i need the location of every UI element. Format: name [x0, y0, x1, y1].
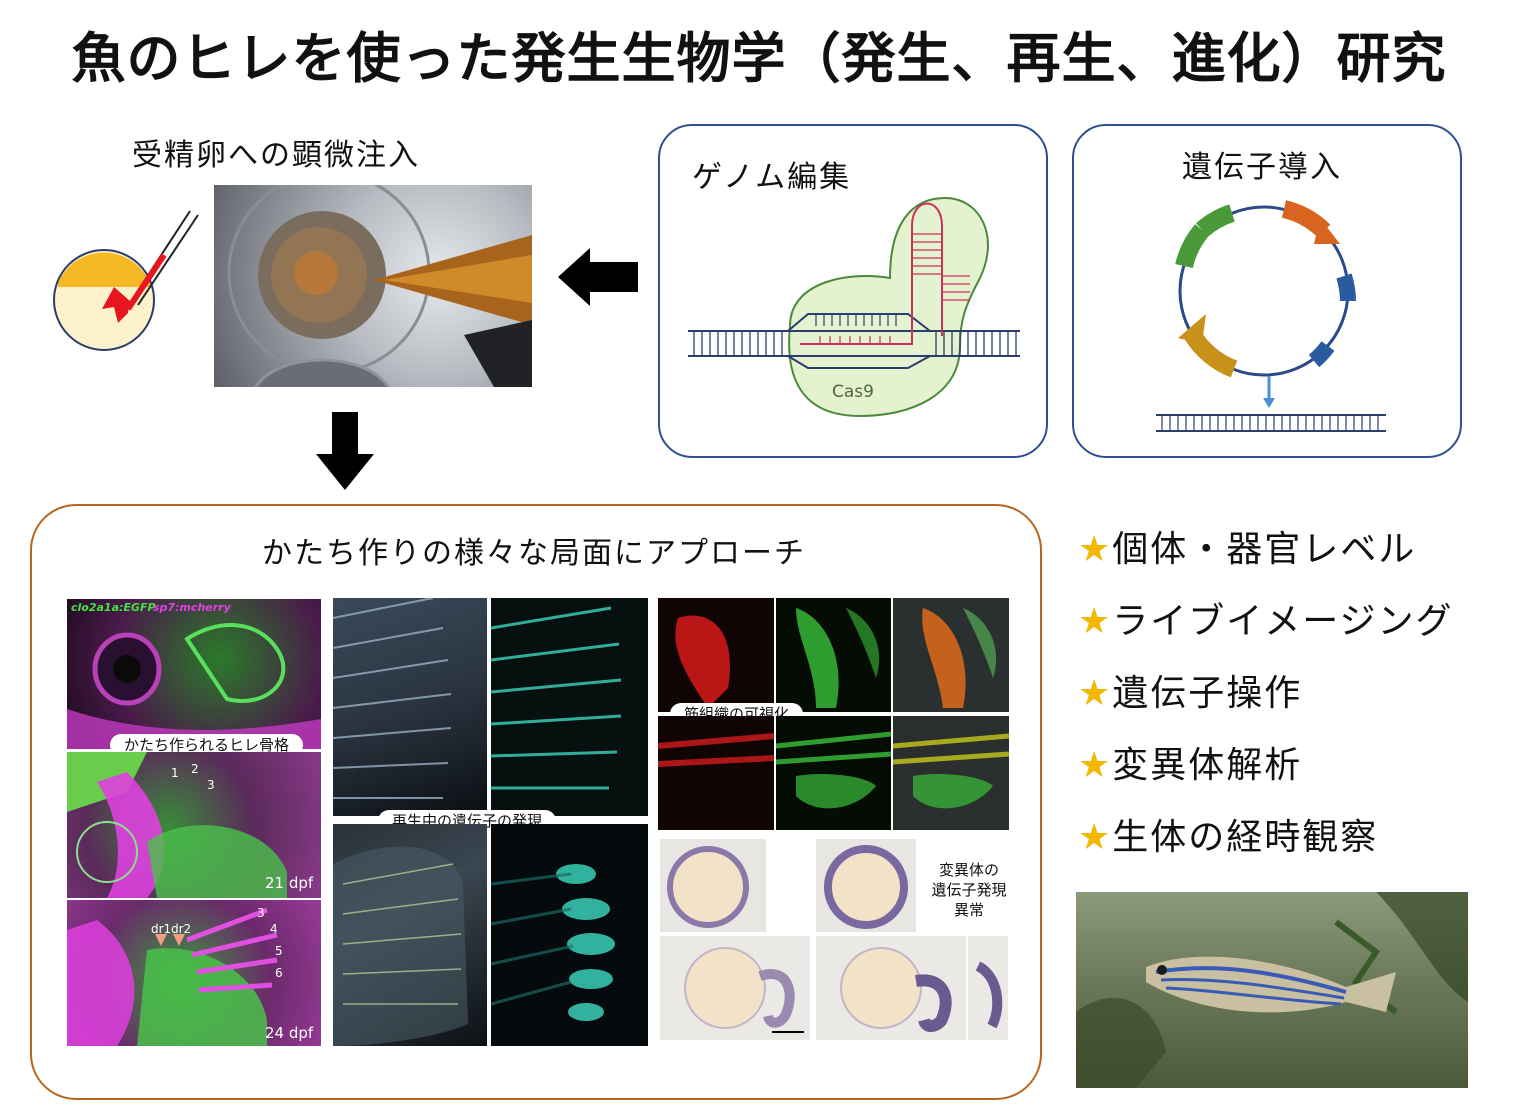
down-arrow-icon: [316, 412, 374, 490]
ray-number-3: 3: [207, 778, 215, 792]
regeneration-photo-2: [491, 598, 648, 816]
morphogenesis-heading: かたち作りの様々な局面にアプローチ: [262, 536, 806, 571]
microinjection-photo: [214, 185, 532, 387]
feature-item-5: ★生体の経時観察: [1078, 817, 1379, 858]
target-dna-icon: [1156, 414, 1386, 432]
genome-editing-label: ゲノム編集: [692, 160, 852, 195]
star-icon: ★: [1078, 817, 1113, 858]
feature-item-3: ★遺伝子操作: [1078, 673, 1303, 714]
regeneration-photo-4: [491, 824, 648, 1046]
muscle-photo-red-1: [658, 598, 774, 712]
embryo-photo-wt-2: [660, 936, 810, 1040]
mutant-caption: 変異体の 遺伝子発現 異常: [922, 860, 1016, 920]
fin-photo-24dpf: dr1 dr2 3 4 5 6 24 dpf: [67, 900, 321, 1046]
fin-photo-21dpf: 1 2 3 21 dpf: [67, 752, 321, 898]
gene-transfer-panel: 遺伝子導入: [1072, 124, 1462, 458]
stage-21dpf: 21 dpf: [265, 874, 314, 892]
embryo-photo-wt-1: [660, 839, 766, 932]
muscle-photo-merge-2: [893, 716, 1009, 830]
mcherry-marker-label: sp7:mcherry: [153, 601, 231, 614]
feature-item-2: ★ライブイメージング: [1078, 601, 1454, 642]
embryo-photo-mut-2: [816, 936, 966, 1040]
microinjection-label: 受精卵への顕微注入: [132, 138, 420, 173]
fin-skeleton-caption: かたち作られるヒレ骨格: [110, 734, 304, 756]
ray-number-3b: 3: [257, 906, 265, 920]
page-title: 魚のヒレを使った発生生物学（発生、再生、進化）研究: [71, 27, 1447, 90]
ray-number-5: 5: [275, 944, 283, 958]
star-icon: ★: [1078, 529, 1113, 570]
ray-number-4: 4: [270, 922, 278, 936]
star-icon: ★: [1078, 745, 1113, 786]
embryo-photo-mut-3: [968, 936, 1008, 1040]
muscle-photo-merge-1: [893, 598, 1009, 712]
mutant-caption-line-1: 変異体の: [938, 861, 999, 879]
star-icon: ★: [1078, 673, 1113, 714]
mutant-caption-line-2: 遺伝子発現: [931, 881, 1007, 899]
feature-item-1: ★個体・器官レベル: [1078, 529, 1417, 570]
cas9-diagram: [688, 196, 1020, 418]
regeneration-photo-1: [333, 598, 487, 816]
fin-photo-head: clo2a1a:EGFP sp7:mcherry: [67, 599, 321, 749]
egfp-marker-label: clo2a1a:EGFP: [71, 601, 156, 614]
regeneration-photo-3: [333, 824, 487, 1046]
cas9-label: Cas9: [832, 382, 874, 402]
muscle-photo-green-1: [776, 598, 891, 712]
zebrafish-photo: [1076, 892, 1468, 1088]
muscle-photo-red-2: [658, 716, 774, 830]
ray-number-6: 6: [275, 966, 283, 980]
stage-24dpf: 24 dpf: [265, 1024, 314, 1042]
genome-editing-panel: ゲノム編集: [658, 124, 1048, 458]
dr2-label: dr2: [171, 922, 192, 936]
ray-number-1: 1: [171, 766, 179, 780]
gene-transfer-label: 遺伝子導入: [1182, 150, 1342, 185]
plasmid-diagram: [1175, 200, 1356, 408]
dr1-label: dr1: [151, 922, 172, 936]
muscle-photo-green-2: [776, 716, 891, 830]
left-arrow-icon: [558, 248, 638, 306]
egg-injection-diagram: [53, 210, 199, 351]
star-icon: ★: [1078, 601, 1113, 642]
mutant-caption-line-3: 異常: [953, 901, 984, 919]
embryo-photo-mut-1: [816, 839, 916, 932]
ray-number-2: 2: [191, 762, 199, 776]
feature-item-4: ★変異体解析: [1078, 745, 1303, 786]
